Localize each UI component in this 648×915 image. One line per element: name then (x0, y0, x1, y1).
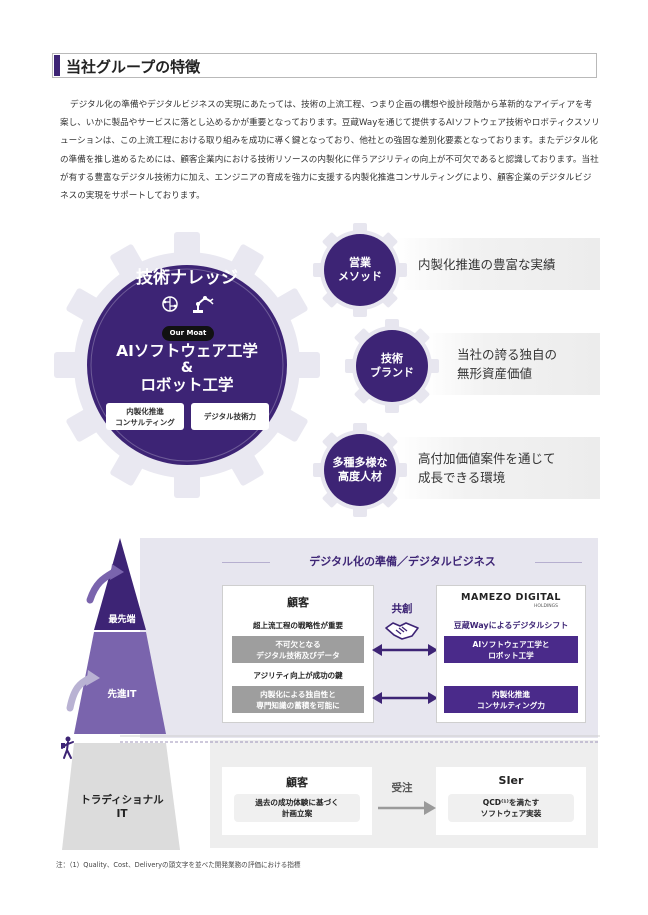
mamezo-pill-1: AIソフトウェア工学と ロボット工学 (444, 636, 578, 663)
bubble-tech-brand: 技術 ブランド (356, 330, 428, 402)
pill-digital-tech: デジタル技術力 (191, 403, 269, 430)
bubble-2-line2: ブランド (370, 366, 414, 379)
mamezo-way-label: 豆蔵Wayによるデジタルシフト (453, 621, 569, 630)
traditional-customer-pill-line1: 過去の成功体験に基づく (255, 798, 339, 807)
mamezo-logo-sub: HOLDINGS (534, 604, 558, 609)
pyramid-top-label: 最先端 (108, 615, 136, 625)
pyramid-bottom-line1: トラディショナル (80, 794, 164, 806)
strength-1-text: 内製化推進の豊富な実績 (418, 257, 556, 272)
strength-row-band-1 (395, 238, 600, 290)
pyramid-middle-label: 先進IT (107, 689, 137, 700)
mamezo-pill-1-line2: ロボット工学 (488, 650, 534, 660)
traditional-customer-pill: 過去の成功体験に基づく 計画立案 (234, 794, 360, 822)
climber-icon (61, 736, 74, 759)
bubble-talent: 多種多様な 高度人材 (324, 434, 396, 506)
robot-arm-icon (193, 296, 214, 313)
mamezo-pill-2-line2: コンサルティング力 (477, 700, 545, 710)
section-title-frame (52, 53, 597, 78)
pill-inhouse-consulting-line2: コンサルティング (115, 417, 175, 427)
section-title: 当社グループの特徴 (66, 58, 201, 76)
footnote: 注：（1）Quality、Cost、Deliveryの頭文字を並べた開発業務の評… (56, 861, 301, 869)
core-tech-amp: & (180, 360, 194, 376)
bubble-sales-method: 営業 メソッド (324, 234, 396, 306)
customer-pill-1-line1: 不可欠となる (275, 639, 321, 649)
sier-pill-line1: QCD⁽¹⁾を満たす (482, 798, 540, 807)
gear-title: 技術ナレッジ (136, 268, 238, 288)
core-tech-line2: ロボット工学 (140, 376, 234, 394)
digital-heading: デジタル化の準備／デジタルビジネス (270, 553, 535, 571)
strength-row-band-3 (396, 437, 600, 499)
our-moat-badge: Our Moat (162, 326, 214, 341)
section-title-accent (54, 55, 60, 76)
mamezo-pill-2: 内製化推進 コンサルティング力 (444, 686, 578, 713)
customer-label-2: アジリティ向上が成功の鍵 (253, 671, 343, 680)
mamezo-pill-1-line1: AIソフトウェア工学と (472, 639, 550, 649)
strength-row-band-2 (425, 333, 600, 395)
customer-pill-2: 内製化による独自性と 専門知識の蓄積を可能に (232, 686, 364, 713)
order-label: 受注 (391, 782, 413, 794)
sier-pill: QCD⁽¹⁾を満たす ソフトウェア実装 (448, 794, 574, 822)
mamezo-logo: MAMEZO DIGITAL (461, 592, 561, 603)
mamezo-pill-2-line1: 内製化推進 (492, 689, 530, 699)
bubble-2-line1: 技術 (381, 352, 403, 365)
intro-paragraph: デジタル化の準備やデジタルビジネスの実現にあたっては、技術の上流工程、つまり企画… (60, 100, 600, 202)
bubble-1-line1: 営業 (349, 256, 371, 269)
brain-chip-icon (162, 296, 178, 312)
bubble-1-line2: メソッド (338, 270, 382, 283)
pyramid-graphic (62, 538, 180, 850)
bubble-3-line1: 多種多様な (332, 456, 388, 469)
cocreate-label: 共創 (391, 603, 413, 615)
tier-divider (120, 735, 600, 743)
handshake-icon (385, 622, 419, 640)
customer-pill-1: 不可欠となる デジタル技術及びデータ (232, 636, 364, 663)
core-tech-line1: AIソフトウェア工学 (116, 342, 258, 360)
bubble-3-line2: 高度人材 (338, 470, 382, 483)
customer-pill-1-line2: デジタル技術及びデータ (256, 650, 340, 660)
customer-title-traditional: 顧客 (286, 776, 308, 789)
traditional-customer-pill-line2: 計画立案 (281, 809, 313, 818)
pill-inhouse-consulting: 内製化推進 コンサルティング (106, 403, 184, 430)
customer-pill-2-line1: 内製化による独自性と (260, 689, 336, 699)
order-arrow (378, 801, 436, 815)
sier-title: SIer (498, 774, 524, 787)
strength-2-text-line2: 無形資産価値 (457, 366, 533, 381)
bidirectional-arrows (372, 644, 438, 704)
pyramid-bottom-line2: IT (116, 808, 128, 820)
strength-3-text-line2: 成長できる環境 (418, 470, 506, 485)
customer-title-digital: 顧客 (287, 596, 309, 609)
customer-pill-2-line2: 専門知識の蓄積を可能に (256, 700, 340, 710)
customer-label-1: 超上流工程の戦略性が重要 (253, 621, 343, 630)
strength-3-text-line1: 高付加価値案件を通じて (418, 451, 556, 466)
pyramid-bottom-label: トラディショナル IT (68, 793, 176, 821)
strength-2-text-line1: 当社の誇る独自の (457, 347, 558, 362)
sier-pill-line2: ソフトウェア実装 (480, 809, 542, 818)
pill-inhouse-consulting-line1: 内製化推進 (126, 406, 164, 416)
